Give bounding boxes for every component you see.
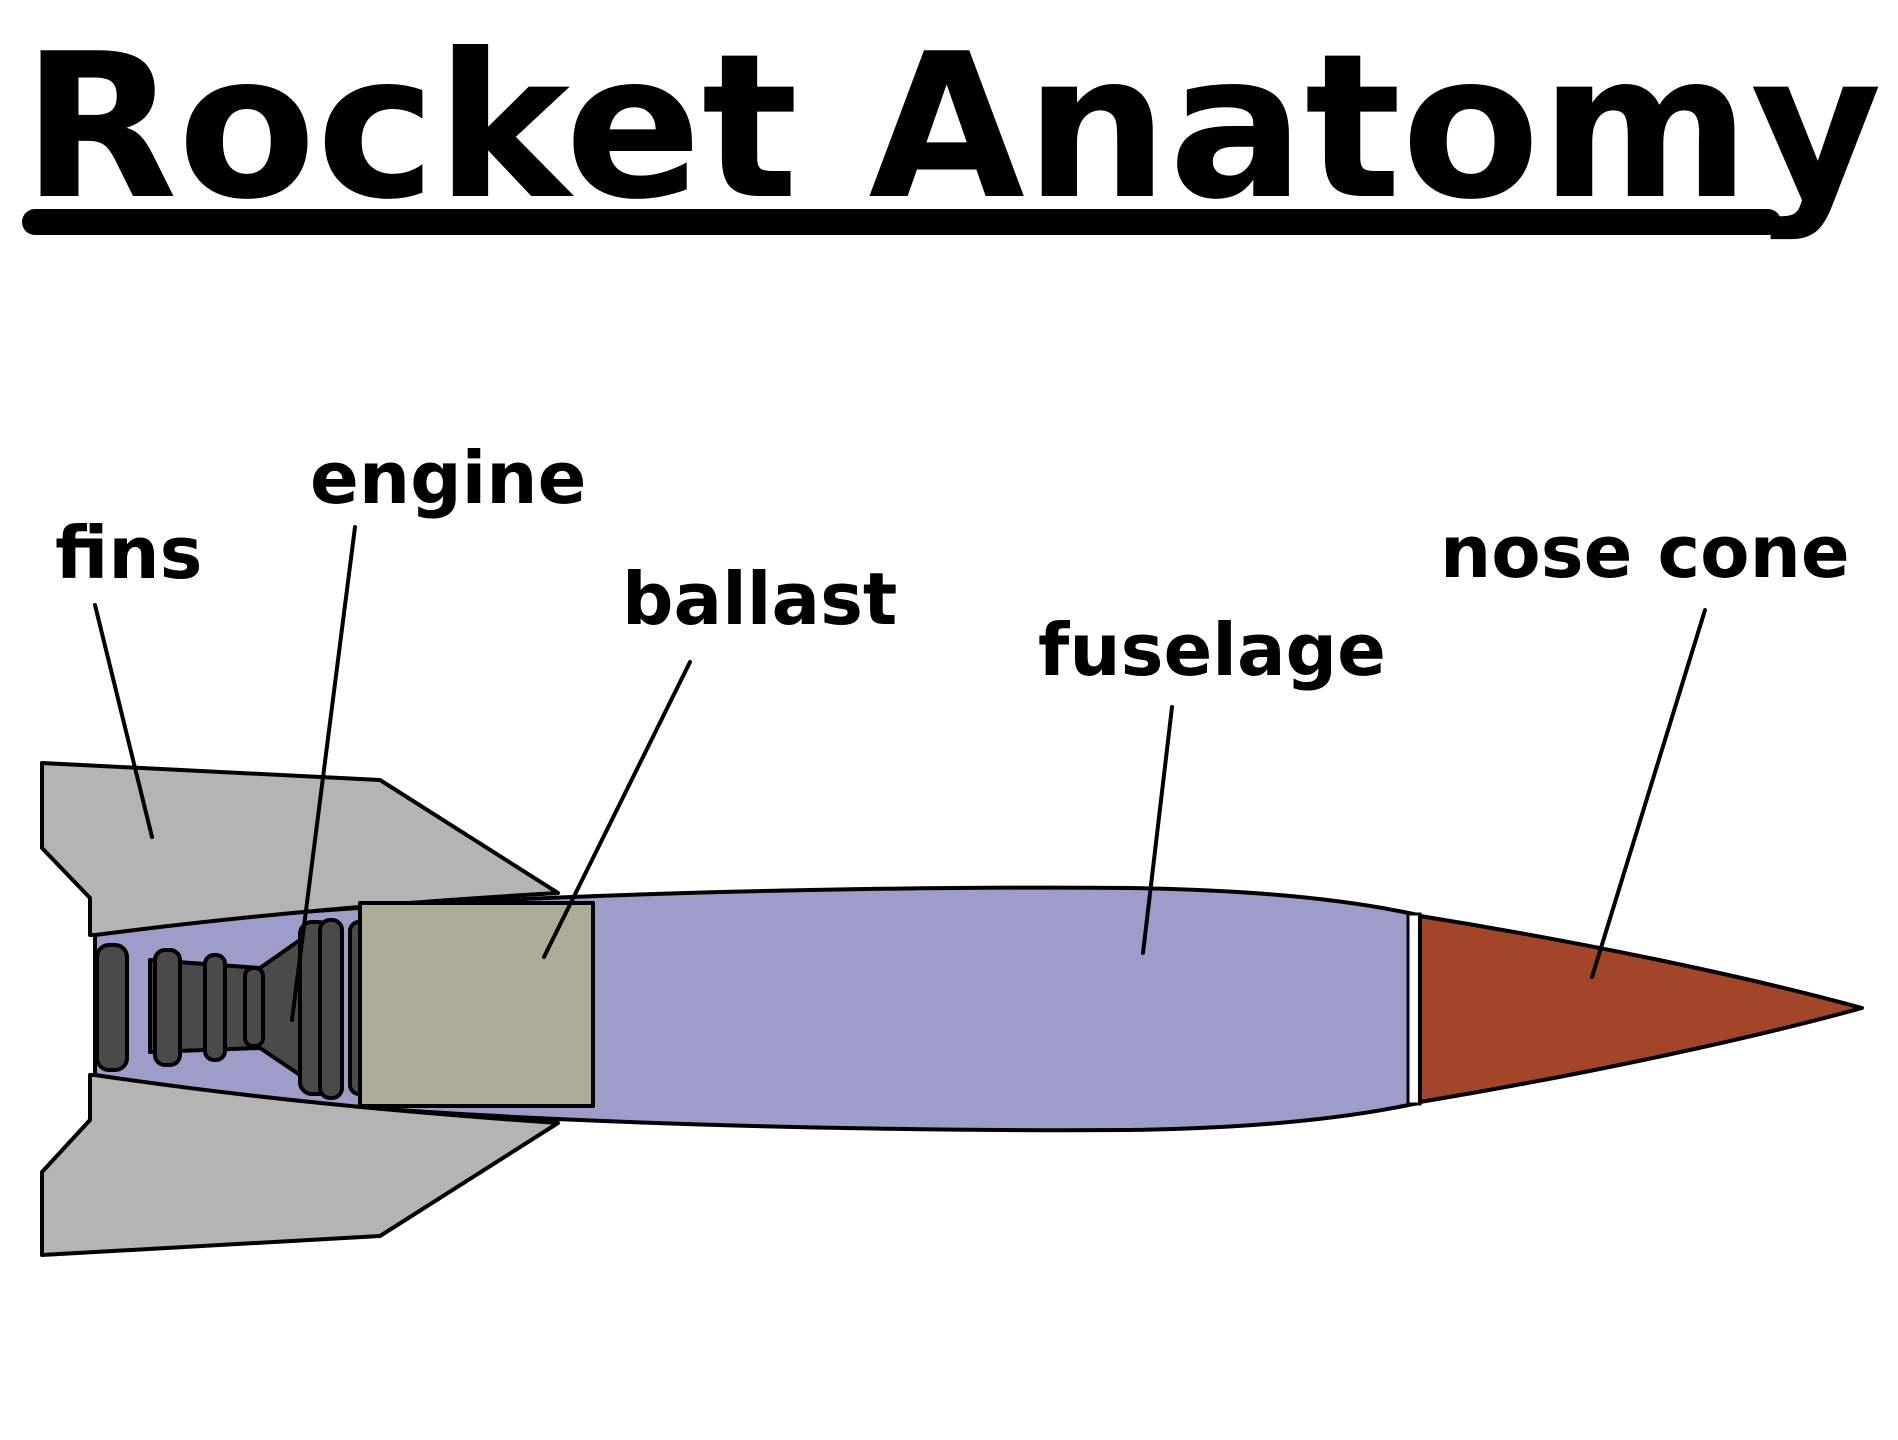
lower-fin (40, 1073, 560, 1257)
engine-label: engine (310, 436, 586, 520)
nose-cone-label: nose cone (1440, 510, 1850, 594)
ballast-label: ballast (622, 557, 897, 641)
nose-cone-leader (1590, 608, 1707, 979)
nose-cone (1418, 914, 1864, 1104)
ballast-block (358, 901, 595, 1108)
ballast-leader (542, 660, 692, 959)
engine-nozzle (95, 918, 370, 1100)
fins-leader (93, 603, 154, 839)
page-title: Rocket Anatomy (22, 11, 1882, 244)
fuselage-label: fuselage (1038, 608, 1386, 692)
engine-leader (290, 525, 357, 1022)
fins-label: fins (55, 511, 202, 595)
fuselage-leader (1141, 705, 1174, 955)
